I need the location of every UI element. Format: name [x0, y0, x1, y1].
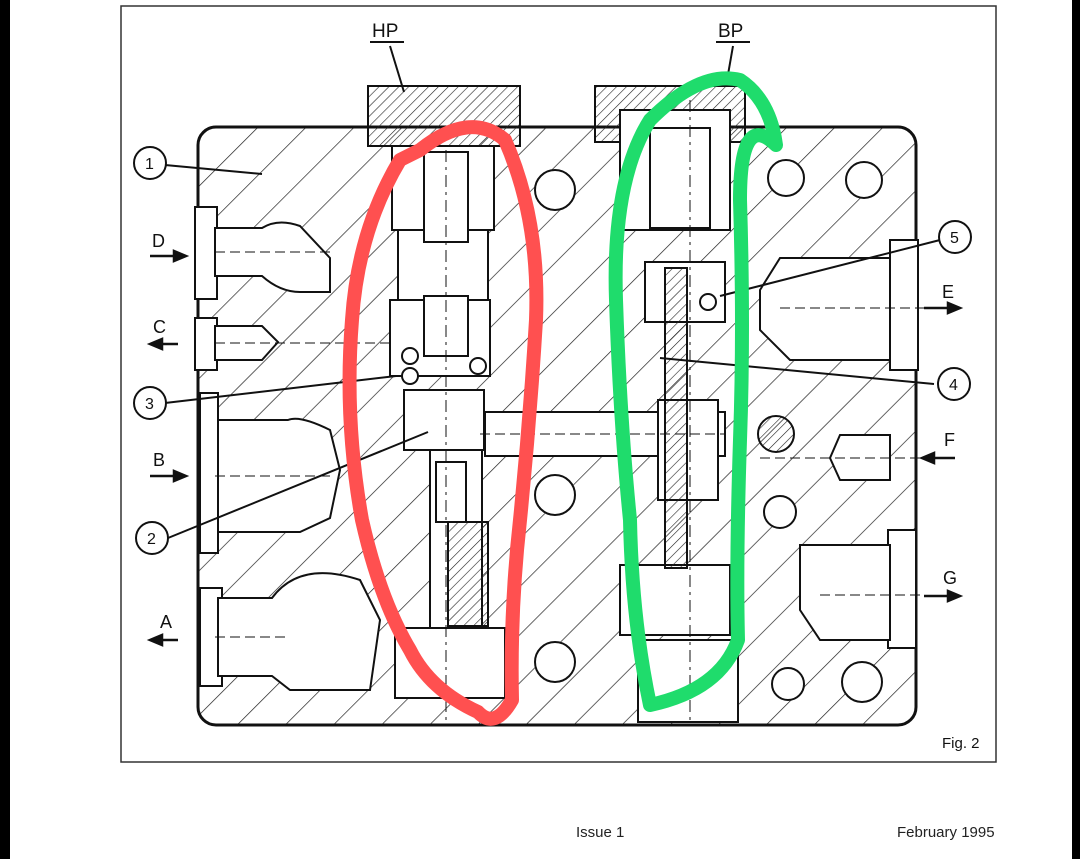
port-arrows [146, 249, 964, 647]
port-f-label: F [944, 430, 955, 450]
bp-spool [649, 100, 717, 720]
port-g-label: G [943, 568, 957, 588]
left-dark-edge [0, 0, 10, 859]
callout-4-label: 4 [949, 377, 958, 394]
port-a-arrow [146, 633, 178, 647]
figure-label: Fig. 2 [942, 735, 980, 752]
port-b-arrow [150, 469, 190, 483]
footer-issue: Issue 1 [576, 824, 625, 841]
port-c-label: C [153, 317, 166, 337]
callout-5-label: 5 [950, 230, 959, 247]
port-a-label: A [160, 612, 172, 632]
footer-date: February 1995 [897, 824, 995, 841]
label-texts: HP BP D C B A E F G 1 3 2 4 5 Fig. 2 [145, 21, 980, 752]
port-b-label: B [153, 450, 165, 470]
callouts [133, 45, 972, 555]
port-g-arrow [924, 589, 964, 603]
bp-label: BP [718, 21, 743, 42]
callout-1-label: 1 [145, 156, 154, 173]
port-d-label: D [152, 231, 165, 251]
callout-3-label: 3 [145, 396, 154, 413]
figure-frame [120, 5, 997, 763]
port-e-label: E [942, 282, 954, 302]
port-c-arrow [146, 337, 178, 351]
port-e-arrow [924, 301, 964, 315]
hp-spool [401, 150, 489, 720]
port-d-arrow [150, 249, 190, 263]
port-centerlines [215, 251, 925, 638]
port-f-arrow [918, 451, 955, 465]
hp-label: HP [372, 21, 398, 42]
hp-highlight-loop [342, 120, 544, 726]
right-dark-edge [1072, 0, 1080, 859]
bp-highlight-loop [608, 71, 783, 712]
callout-2-label: 2 [147, 531, 156, 548]
